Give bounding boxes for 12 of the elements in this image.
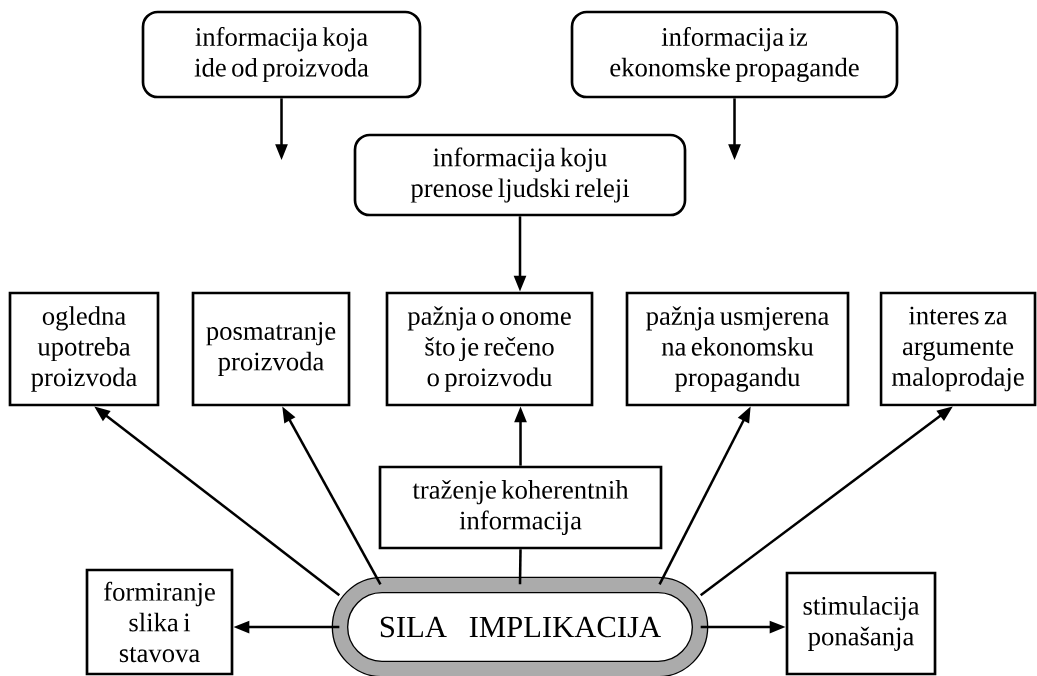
line <box>518 549 522 585</box>
process-box: interes za argumente maloprodaje <box>879 291 1037 407</box>
process-box: ogledna upotreba proizvoda <box>8 291 160 407</box>
process-box: pažnja o onome što je rečeno o proizvodu <box>385 291 594 407</box>
rounded-box: informacija koja ide od proizvoda <box>141 10 422 99</box>
process-box: pažnja usmjerena na ekonomsku propagandu <box>625 291 850 407</box>
rounded-box: informacija iz ekonomske propagande <box>570 10 899 99</box>
rounded-box: informacija koju prenose ljudski releji <box>353 133 687 217</box>
process-box: formiranje slika i stavova <box>85 568 234 676</box>
process-box: traženje koherentnih informacija <box>378 465 663 550</box>
process-box: posmatranje proizvoda <box>191 291 351 407</box>
process-box: stimulacija ponašanja <box>785 571 937 676</box>
